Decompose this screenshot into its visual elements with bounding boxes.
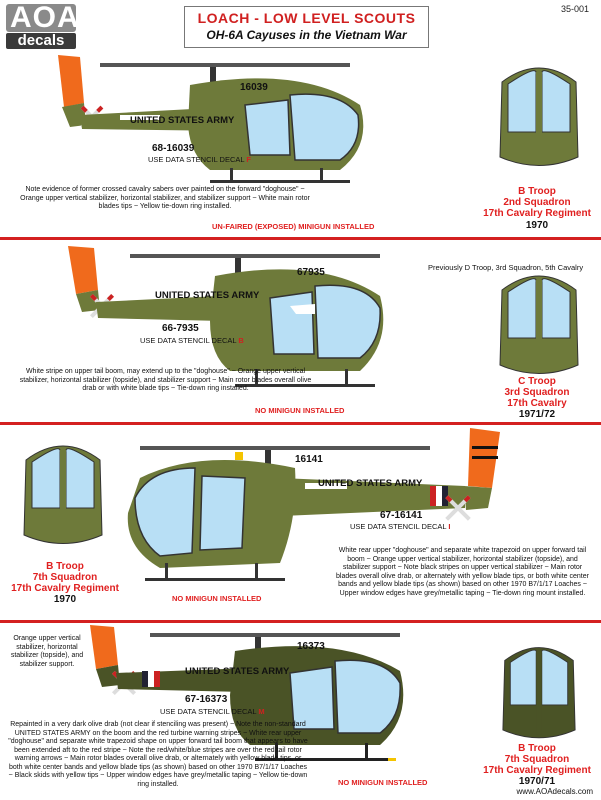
note-3: White rear upper "doghouse" and separate…	[336, 547, 589, 597]
serial-3: 67-16141	[380, 510, 423, 521]
page-subtitle: OH-6A Cayuses in the Vietnam War	[206, 28, 407, 42]
brand-logo-top: AOA	[6, 3, 79, 33]
fuselage-number-4: 16373	[297, 641, 325, 652]
serial-4: 67-16373	[185, 694, 228, 705]
year-1: 1970	[525, 220, 549, 231]
catalog-number: 35-001	[560, 4, 589, 14]
side-note-4: Orange upper vertical stabilizer, horizo…	[10, 635, 84, 668]
helicopter-profile-2	[68, 246, 384, 387]
serial-1: 68-16039	[152, 143, 195, 154]
canopy-front-3	[23, 445, 103, 544]
brand-logo: AOA decals	[6, 3, 79, 49]
minigun-4: NO MINIGUN INSTALLED	[338, 778, 428, 787]
helicopter-profile-1	[58, 55, 364, 183]
divider-3	[0, 620, 601, 623]
website-url: www.AOAdecals.com	[516, 787, 593, 796]
title-box: LOACH - LOW LEVEL SCOUTS OH-6A Cayuses i…	[184, 6, 429, 48]
divider-2	[0, 422, 601, 425]
stencil-4: USE DATA STENCIL DECAL M	[160, 707, 265, 716]
minigun-3: NO MINIGUN INSTALLED	[172, 594, 262, 603]
fuselage-number-1: 16039	[240, 82, 268, 93]
boom-text-2: UNITED STATES ARMY	[155, 290, 260, 301]
previously-note-2: Previously D Troop, 3rd Squadron, 5th Ca…	[428, 263, 584, 272]
year-2: 1971/72	[518, 409, 556, 420]
stencil-1: USE DATA STENCIL DECAL F	[148, 155, 251, 164]
boom-text-1: UNITED STATES ARMY	[130, 115, 235, 126]
fuselage-number-3: 16141	[295, 454, 323, 465]
canopy-front-1	[499, 67, 579, 166]
boom-text-4: UNITED STATES ARMY	[185, 666, 290, 677]
helicopter-profile-4	[90, 625, 404, 761]
page-title: LOACH - LOW LEVEL SCOUTS	[197, 10, 416, 26]
tail-fin-orange	[58, 55, 84, 107]
stencil-2: USE DATA STENCIL DECAL B	[140, 336, 244, 345]
year-4: 1970/71	[518, 776, 556, 787]
stencil-3: USE DATA STENCIL DECAL I	[350, 522, 451, 531]
canopy-front-4	[502, 647, 576, 739]
brand-logo-bottom: decals	[6, 33, 76, 49]
year-3: 1970	[53, 594, 77, 605]
fuselage-number-2: 67935	[297, 267, 325, 278]
boom-text-3: UNITED STATES ARMY	[318, 478, 423, 489]
serial-2: 66-7935	[162, 323, 199, 334]
helicopter-profile-3	[127, 428, 500, 581]
canopy-front-2	[499, 275, 579, 374]
note-1: Note evidence of former crossed cavalry …	[20, 186, 310, 210]
note-4: Repainted in a very dark olive drab (not…	[8, 721, 308, 788]
note-2: White stripe on upper tail boom, may ext…	[19, 368, 312, 392]
minigun-1: UN-FAIRED (EXPOSED) MINIGUN INSTALLED	[212, 222, 375, 231]
divider-1	[0, 237, 601, 240]
minigun-2: NO MINIGUN INSTALLED	[255, 406, 345, 415]
